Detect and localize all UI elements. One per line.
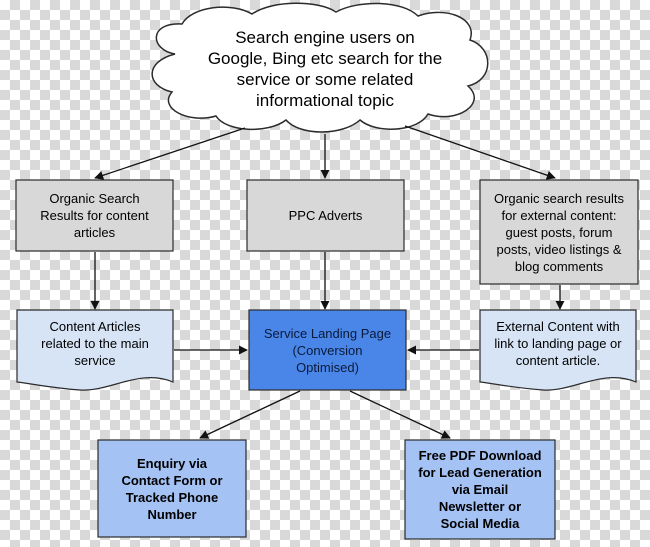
ppc-adverts-label: PPC Adverts [247, 180, 404, 251]
node-line: Content Articles [49, 318, 141, 334]
edge-cloud-to-organic-external [404, 125, 556, 180]
edge-cloud-to-organic-search [94, 127, 246, 180]
node-line: articles [73, 225, 116, 240]
node-line: guest posts, forum [505, 224, 613, 240]
node-line: Number [147, 506, 197, 522]
doc-external-content [479, 309, 637, 391]
cloud-line: service or some related [236, 70, 414, 89]
node-line: for Lead Generation [418, 465, 542, 480]
box-organic-search [15, 179, 174, 252]
box-landing-page [248, 309, 407, 391]
node-line: Newsletter or [438, 499, 522, 514]
box-enquiry [97, 439, 247, 538]
node-line: Free PDF Download [418, 448, 542, 463]
cloud-shape [151, 2, 489, 133]
doc-content-articles [16, 309, 174, 391]
node-line: content article. [515, 352, 601, 368]
node-line: Enquiry via [136, 455, 208, 471]
cloud-line: Google, Bing etc search for the [207, 49, 443, 68]
node-line: (Conversion [292, 342, 363, 358]
content-articles-label: Content Articles related to the main ser… [17, 312, 173, 374]
external-content-label: External Content with link to landing pa… [480, 312, 636, 374]
node-line: Service Landing Page [263, 325, 392, 341]
node-line: External Content with [496, 318, 620, 334]
node-line: service [74, 352, 116, 368]
node-line: related to the main [41, 335, 149, 351]
node-line: Tracked Phone [125, 489, 219, 505]
node-line: Contact Form or [121, 472, 223, 488]
cloud-line: Search engine users on [235, 28, 415, 47]
node-line: PPC Adverts [288, 208, 363, 223]
node-line: posts, video listings & [496, 241, 622, 257]
organic-search-label: Organic Search Results for content artic… [16, 180, 173, 251]
node-line: Organic Search [49, 191, 140, 206]
box-organic-external [479, 179, 639, 285]
box-pdf-download [404, 439, 556, 540]
node-line: Optimised) [296, 359, 359, 375]
organic-external-label: Organic search results for external cont… [480, 180, 638, 284]
node-line: via Email [451, 482, 509, 497]
edge-landing-to-pdf [349, 390, 451, 439]
node-line: Organic search results [493, 190, 625, 206]
edge-landing-to-enquiry [199, 390, 301, 439]
node-line: link to landing page or [494, 335, 622, 351]
box-ppc-adverts [246, 179, 405, 252]
cloud-label: Search engine users on Google, Bing etc … [170, 22, 480, 116]
node-line: blog comments [514, 258, 604, 274]
landing-page-label: Service Landing Page (Conversion Optimis… [249, 310, 406, 390]
pdf-download-label: Free PDF Download for Lead Generation vi… [405, 440, 555, 539]
cloud-line: informational topic [256, 91, 394, 110]
enquiry-label: Enquiry via Contact Form or Tracked Phon… [98, 440, 246, 537]
node-line: Social Media [440, 516, 520, 531]
node-line: for external content: [501, 207, 617, 223]
cloud-node [151, 2, 489, 133]
node-line: Results for content [40, 208, 149, 223]
